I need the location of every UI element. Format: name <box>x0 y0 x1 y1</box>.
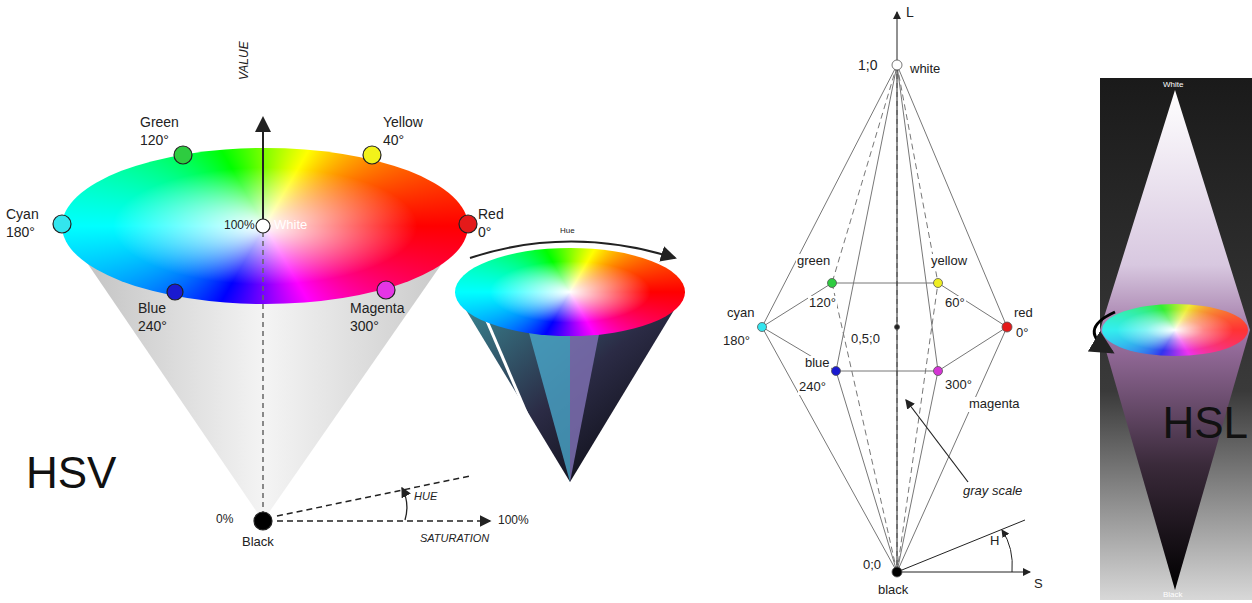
color-name: Blue <box>138 300 166 316</box>
h-arc <box>1002 530 1012 572</box>
value-axis-dashed <box>262 232 264 515</box>
l-axis <box>897 12 898 572</box>
angle-value: 180° <box>722 334 751 349</box>
color-name: blue <box>804 356 831 371</box>
hsl-hue-disc <box>1102 304 1248 356</box>
percent-value: 100% <box>224 219 255 233</box>
angle-value: 180° <box>6 224 35 240</box>
point-name: White <box>1163 80 1183 89</box>
callout-label: gray scale <box>962 484 1023 499</box>
point-name: black <box>878 583 908 598</box>
color-dots <box>53 146 477 530</box>
angle-value: 60° <box>944 296 966 311</box>
axis-label: L <box>906 4 914 20</box>
coordinate-value: 0;0 <box>862 558 882 573</box>
gray-scale-leader <box>906 400 968 482</box>
coordinate-value: 1;0 <box>858 57 877 73</box>
color-name: cyan <box>726 306 755 321</box>
angle-value: 300° <box>944 378 973 393</box>
hsl-dots <box>758 60 1013 577</box>
small-hue-disc <box>455 248 685 336</box>
s-axis <box>897 572 1030 573</box>
color-name: red <box>1013 306 1034 321</box>
axis-label: VALUE <box>238 41 252 80</box>
angle-value: 240° <box>138 318 167 334</box>
hsl-diamond <box>1100 90 1250 590</box>
value-axis <box>262 118 264 226</box>
h-line <box>897 520 1025 572</box>
point-name: Black <box>242 535 274 550</box>
hsl-panel <box>1100 78 1252 600</box>
axis-label: S <box>1034 577 1043 592</box>
color-name: green <box>796 254 831 269</box>
point-name: White <box>274 218 307 233</box>
color-name: Magenta <box>350 300 404 316</box>
saturation-arrow <box>277 520 490 522</box>
color-name: Yellow <box>383 114 423 130</box>
coordinate-value: 0,5;0 <box>850 332 881 347</box>
axis-label: Hue <box>560 226 575 235</box>
hue-arc <box>1094 312 1115 352</box>
color-name: Red <box>478 206 504 222</box>
angle-value: 0° <box>478 224 491 240</box>
point-name: Black <box>1163 590 1183 599</box>
axis-label: SATURATION <box>420 532 489 545</box>
percent-value: 0% <box>216 513 233 527</box>
point-name: white <box>910 62 940 77</box>
axis-label: Value <box>478 422 494 444</box>
model-title: HSV <box>26 448 116 499</box>
angle-value: 0° <box>1015 326 1029 341</box>
color-name: magenta <box>968 397 1021 412</box>
color-name: yellow <box>930 254 968 269</box>
color-name: Green <box>140 114 179 130</box>
hue-dashed-line <box>277 476 470 516</box>
hue-arc <box>402 488 407 520</box>
model-title: HSL <box>1162 398 1248 449</box>
angle-value: 300° <box>350 318 379 334</box>
angle-value: 120° <box>140 132 169 148</box>
axis-label: HUE <box>414 490 437 503</box>
color-name: Cyan <box>6 206 39 222</box>
angle-value: 40° <box>383 132 404 148</box>
angle-value: 120° <box>808 296 837 311</box>
hue-arc <box>470 242 675 259</box>
axis-label: Saturation <box>645 384 681 393</box>
angle-value: 240° <box>798 380 827 395</box>
percent-value: 100% <box>498 514 529 528</box>
axis-label: H <box>990 534 999 549</box>
